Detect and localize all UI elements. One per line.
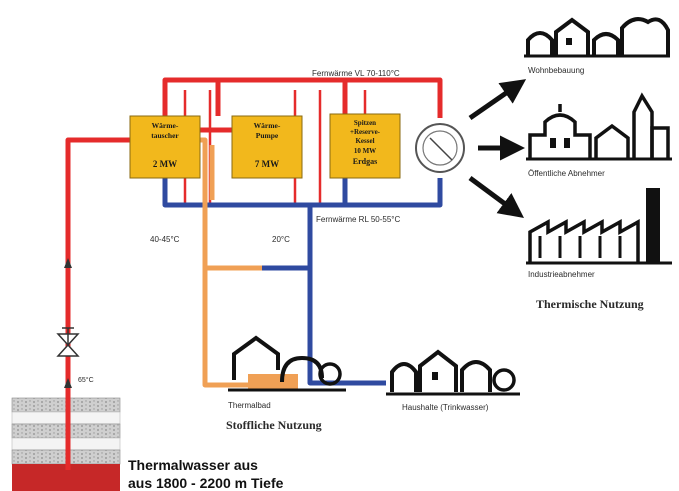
spa-supply-pipe [200, 137, 262, 388]
boiler-label-2: +Reserve- [350, 128, 381, 136]
boiler-label-1: Spitzen [354, 119, 376, 127]
heat-pump-box: Wärme- Pumpe 7 MW [231, 115, 303, 179]
boiler-label-3: Kessel [355, 137, 374, 145]
industrial-buildings-icon [526, 188, 672, 265]
flow-up-arrow-icon [64, 378, 72, 388]
public-label: Öffentliche Abnehmer [528, 169, 605, 178]
source-caption-line1: Thermalwasser aus [128, 457, 258, 473]
household-buildings-icon [386, 349, 520, 396]
heat-pump-label-1: Wärme- [254, 121, 281, 130]
circulation-pump-icon [415, 123, 465, 173]
production-well-pipe [65, 137, 130, 470]
industry-label: Industrieabnehmer [528, 270, 595, 279]
peak-boiler-box: Spitzen +Reserve- Kessel 10 MW Erdgas [329, 113, 401, 179]
supply-line-pipe [162, 77, 443, 133]
source-caption-line2: aus 1800 - 2200 m Tiefe [128, 475, 284, 491]
heat-exchanger-label-2: tauscher [151, 131, 179, 140]
material-use-heading: Stoffliche Nutzung [226, 418, 322, 432]
heat-pump-label-2: Pumpe [256, 131, 279, 140]
heat-exchanger-label-1: Wärme- [152, 121, 179, 130]
heat-exchanger-power: 2 MW [153, 159, 177, 169]
reservoir-strata [11, 397, 121, 491]
spa-building-icon [228, 335, 346, 392]
heat-pump-power: 7 MW [255, 159, 279, 169]
heat-exchanger-box: Wärme- tauscher 2 MW [129, 115, 201, 179]
public-buildings-icon [526, 92, 672, 161]
thermal-use-heading: Thermische Nutzung [536, 297, 644, 311]
distribution-arrows [468, 79, 527, 218]
boiler-fuel: Erdgas [353, 157, 377, 166]
supply-line-label: Fernwärme VL 70-110°C [312, 69, 400, 78]
flow-up-arrow-icon [64, 258, 72, 268]
households-label: Haushalte (Trinkwasser) [402, 403, 489, 412]
return-line-pipe [162, 178, 443, 386]
return-line-label: Fernwärme RL 50-55°C [316, 215, 400, 224]
residential-buildings-icon [524, 17, 670, 58]
valve-icon [56, 327, 80, 357]
blue-temp-label: 20°C [272, 235, 290, 244]
orange-temp-label: 40-45°C [150, 235, 180, 244]
spa-label: Thermalbad [228, 401, 271, 410]
well-temp-label: 65°C [78, 376, 94, 384]
residential-label: Wohnbebauung [528, 66, 584, 75]
boiler-power: 10 MW [354, 147, 376, 155]
